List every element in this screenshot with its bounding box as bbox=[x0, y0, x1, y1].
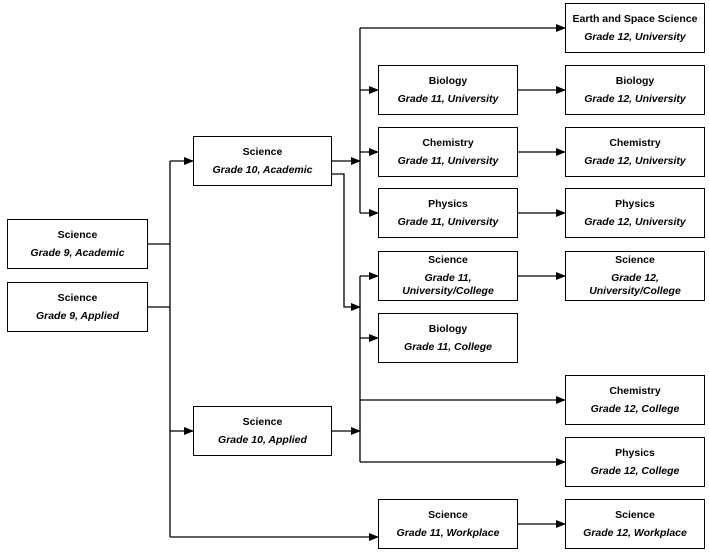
course-level: Grade 11, College bbox=[404, 340, 492, 353]
course-box-biology-grade11-college: Biology Grade 11, College bbox=[378, 313, 518, 363]
course-box-physics-grade12-college: Physics Grade 12, College bbox=[565, 437, 705, 487]
course-level: Grade 11, Workplace bbox=[396, 526, 500, 539]
course-title: Chemistry bbox=[609, 384, 661, 397]
course-level: Grade 11, University/College bbox=[402, 272, 494, 297]
course-title: Physics bbox=[615, 197, 655, 210]
course-box-science-grade11-university-college: Science Grade 11, University/College bbox=[378, 251, 518, 301]
course-box-science-grade10-academic: Science Grade 10, Academic bbox=[193, 136, 332, 186]
course-title: Science bbox=[615, 254, 655, 266]
course-title: Physics bbox=[428, 197, 468, 210]
course-level: Grade 11, University bbox=[397, 154, 499, 167]
course-level: Grade 12, College bbox=[590, 464, 680, 477]
course-level: Grade 12, University/College bbox=[589, 272, 681, 297]
course-title: Biology bbox=[428, 322, 468, 335]
course-title: Science bbox=[615, 508, 655, 521]
course-title: Chemistry bbox=[609, 136, 661, 149]
course-box-chemistry-grade12-college: Chemistry Grade 12, College bbox=[565, 375, 705, 425]
course-title: Science bbox=[428, 254, 468, 266]
course-box-physics-grade12-university: Physics Grade 12, University bbox=[565, 188, 705, 238]
course-title: Science bbox=[57, 291, 98, 304]
course-level: Grade 10, Academic bbox=[212, 163, 313, 176]
course-level: Grade 12, University bbox=[584, 30, 686, 43]
course-title: Earth and Space Science bbox=[572, 12, 698, 25]
course-level: Grade 12, College bbox=[590, 402, 680, 415]
course-title: Biology bbox=[428, 74, 468, 87]
course-level: Grade 12, University bbox=[584, 92, 686, 105]
course-box-science-grade9-applied: Science Grade 9, Applied bbox=[7, 282, 148, 332]
course-box-science-grade12-university-college: Science Grade 12, University/College bbox=[565, 251, 705, 301]
course-title: Biology bbox=[615, 74, 655, 87]
course-title: Physics bbox=[615, 446, 655, 459]
course-box-science-grade12-workplace: Science Grade 12, Workplace bbox=[565, 499, 705, 549]
course-title: Science bbox=[57, 228, 98, 241]
course-level: Grade 12, University bbox=[584, 215, 686, 228]
course-box-earth-space-science-grade12-university: Earth and Space Science Grade 12, Univer… bbox=[565, 3, 705, 53]
course-box-chemistry-grade11-university: Chemistry Grade 11, University bbox=[378, 127, 518, 177]
course-title: Science bbox=[242, 415, 283, 428]
course-box-physics-grade11-university: Physics Grade 11, University bbox=[378, 188, 518, 238]
connector-sci10a-down bbox=[332, 173, 361, 311]
course-level: Grade 9, Academic bbox=[30, 246, 125, 259]
course-title: Science bbox=[242, 145, 283, 158]
course-box-science-grade10-applied: Science Grade 10, Applied bbox=[193, 406, 332, 456]
course-box-science-grade11-workplace: Science Grade 11, Workplace bbox=[378, 499, 518, 549]
course-level: Grade 11, University bbox=[397, 92, 499, 105]
course-level: Grade 12, University bbox=[584, 154, 686, 167]
course-title: Science bbox=[428, 508, 468, 521]
course-box-biology-grade12-university: Biology Grade 12, University bbox=[565, 65, 705, 115]
course-title: Chemistry bbox=[422, 136, 474, 149]
course-box-chemistry-grade12-university: Chemistry Grade 12, University bbox=[565, 127, 705, 177]
course-level: Grade 10, Applied bbox=[218, 433, 307, 446]
course-box-science-grade9-academic: Science Grade 9, Academic bbox=[7, 219, 148, 269]
course-level: Grade 9, Applied bbox=[35, 309, 120, 322]
course-level: Grade 11, University bbox=[397, 215, 499, 228]
course-level: Grade 12, Workplace bbox=[583, 526, 687, 539]
course-box-biology-grade11-university: Biology Grade 11, University bbox=[378, 65, 518, 115]
